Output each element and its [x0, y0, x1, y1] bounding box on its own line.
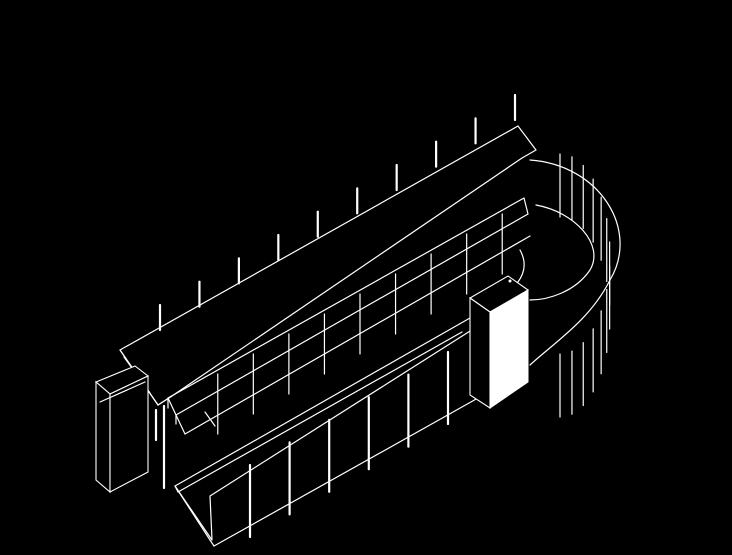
left-posts [154, 404, 166, 490]
floor-posts [248, 350, 450, 539]
lower-floor-slab [174, 317, 479, 547]
middle-gallery [167, 197, 531, 435]
roof-posts [158, 93, 517, 332]
gallery-mullions [217, 213, 503, 435]
right-box [468, 275, 530, 410]
left-tower [94, 365, 150, 494]
curved-wall [509, 153, 621, 418]
